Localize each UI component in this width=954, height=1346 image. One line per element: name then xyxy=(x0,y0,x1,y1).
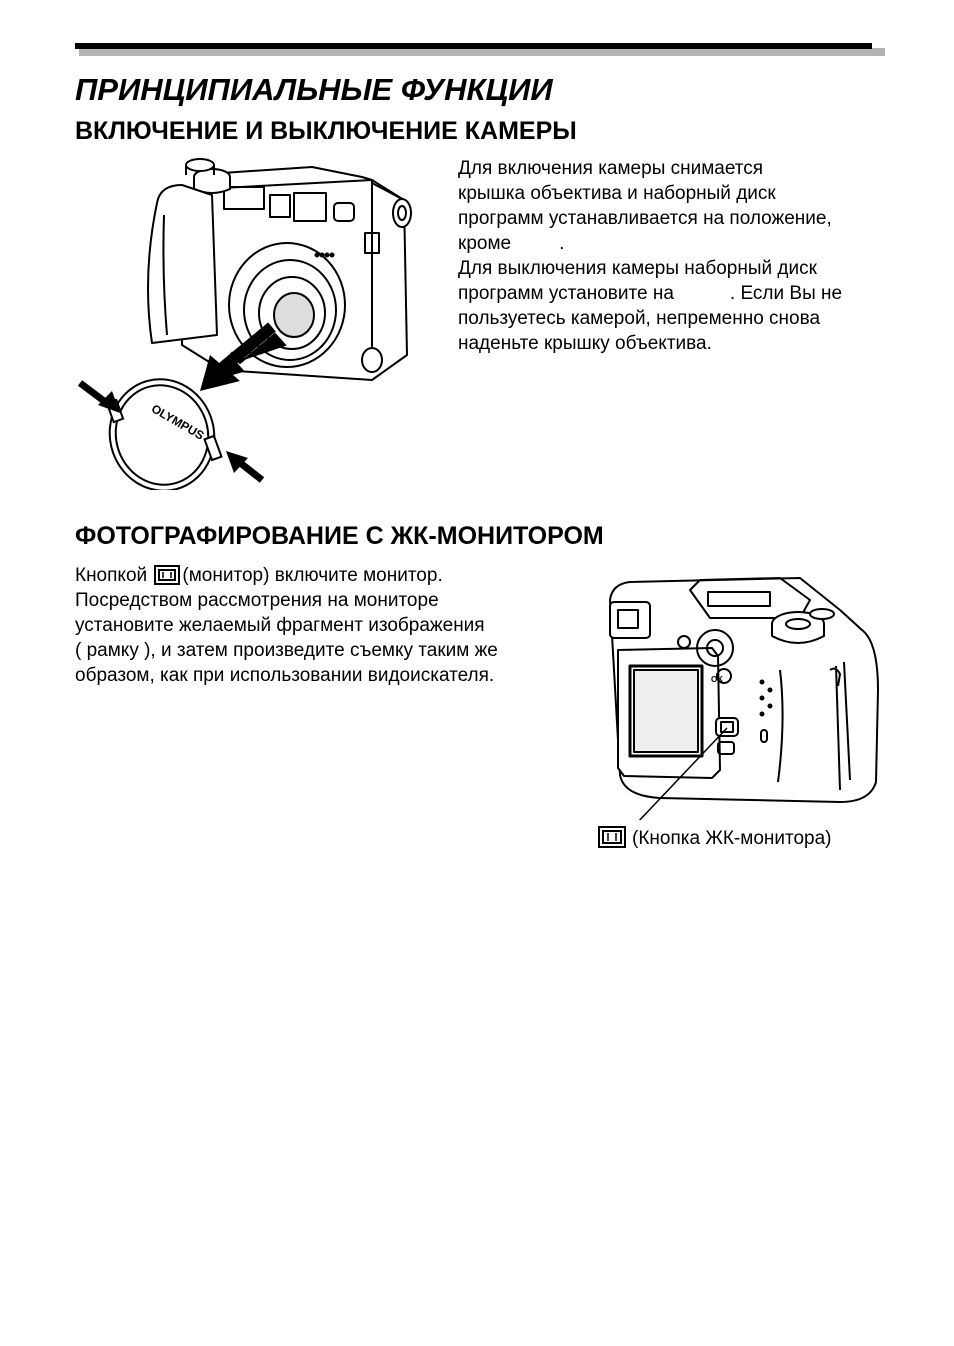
text-line: Посредством рассмотрения на мониторе xyxy=(75,590,439,611)
text-line: установите желаемый фрагмент изображения xyxy=(75,615,485,636)
header-rule xyxy=(75,43,872,49)
text-line: пользуетесь камерой, непременно снова xyxy=(458,308,821,329)
text-line: кроме. xyxy=(458,231,842,256)
text-fragment: Кнопкой xyxy=(75,565,148,586)
text-fragment: программ установите на xyxy=(458,283,674,304)
section-title-power: ВКЛЮЧЕНИЕ И ВЫКЛЮЧЕНИЕ КАМЕРЫ xyxy=(75,117,577,145)
text-line: образом, как при использовании видоискат… xyxy=(75,665,495,686)
monitor-icon xyxy=(598,826,626,848)
header-rule-shadow xyxy=(79,48,885,56)
camera-front-illustration: OLYMPUS xyxy=(77,158,412,490)
ok-button-label: OK xyxy=(711,675,723,684)
text-fragment: (монитор) включите монитор. xyxy=(182,565,443,586)
text-line: программ устанавливается на положение, xyxy=(458,208,832,229)
lcd-instructions: Кнопкой (монитор) включите монитор. Поср… xyxy=(75,563,498,688)
text-line: программ установите на . Если Вы не xyxy=(458,281,842,306)
text-line: крышка объектива и наборный диск xyxy=(458,183,776,204)
caption-text: (Кнопка ЖК-монитора) xyxy=(632,828,832,849)
lcd-button-caption: (Кнопка ЖК-монитора) xyxy=(596,826,832,850)
camera-back-illustration: OK xyxy=(609,577,879,820)
text-line: Для включения камеры снимается xyxy=(458,158,764,179)
text-line: Кнопкой (монитор) включите монитор. xyxy=(75,563,498,588)
text-line: наденьте крышку объектива. xyxy=(458,333,712,354)
power-instructions: Для включения камеры снимается крышка об… xyxy=(458,156,842,356)
monitor-icon xyxy=(154,565,181,585)
text-line: Для выключения камеры наборный диск xyxy=(458,258,817,279)
text-line: ( рамку ), и затем произведите съемку та… xyxy=(75,640,498,661)
page-title: ПРИНЦИПИАЛЬНЫЕ ФУНКЦИИ xyxy=(75,72,553,107)
text-fragment: . Если Вы не xyxy=(729,283,843,304)
text-fragment: кроме xyxy=(458,233,512,254)
section-title-lcd: ФОТОГРАФИРОВАНИЕ С ЖК-МОНИТОРОМ xyxy=(75,522,604,550)
text-fragment: . xyxy=(559,233,565,254)
